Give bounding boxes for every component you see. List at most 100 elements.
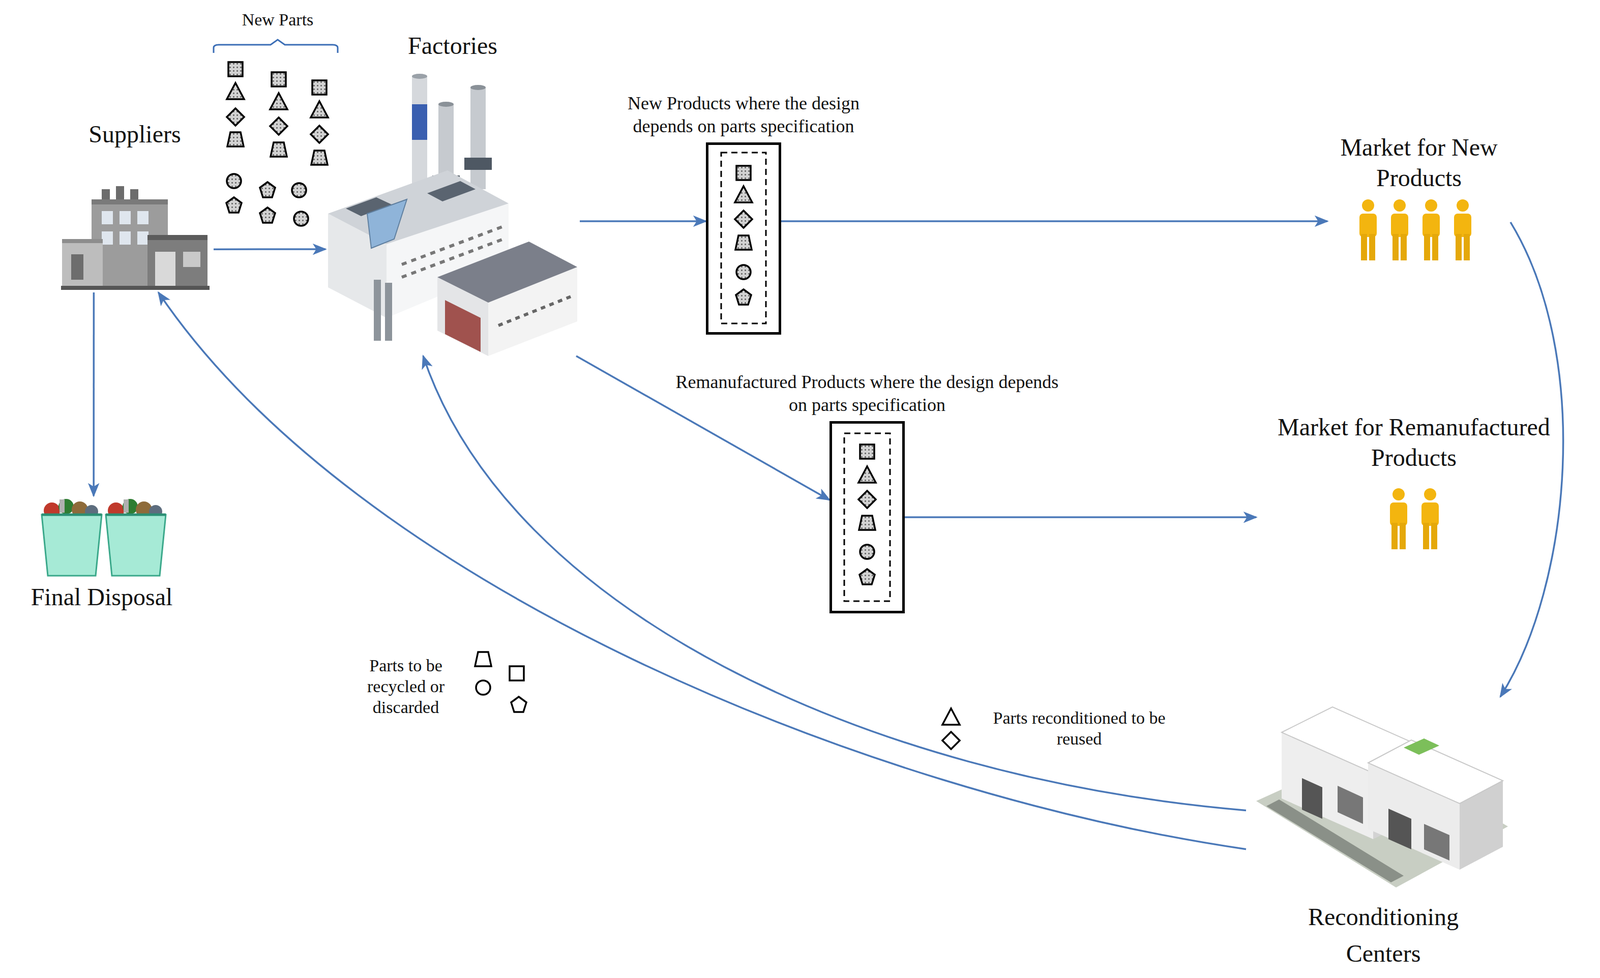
reconditioning-building (1403, 738, 1440, 755)
recycled-parts (511, 696, 527, 713)
supplier-building (61, 186, 210, 290)
factory-illustration (411, 73, 428, 79)
node-label: Market for Remanufactured Products (1261, 411, 1567, 473)
new-parts (213, 39, 338, 53)
new-product-parts (721, 152, 766, 324)
node-label: Reconditioning Centers (1281, 898, 1486, 972)
factory-illustration (384, 282, 393, 341)
recycled-parts (475, 652, 527, 713)
edge-label: Parts to be recycled or discarded (351, 654, 460, 719)
disposal-bins (41, 498, 166, 576)
factory-illustration (427, 181, 476, 202)
reconditioned-parts (942, 708, 960, 725)
market-node: Market for New Products (1327, 132, 1511, 265)
factory-illustration (437, 241, 578, 303)
flow-arrow (781, 220, 1328, 223)
reconditioning-building (1368, 739, 1503, 804)
new-parts (311, 150, 328, 165)
supplier-building (101, 189, 110, 201)
customer-figures (1422, 199, 1440, 261)
remanufactured-product-parts (859, 569, 875, 585)
new-product-parts (735, 289, 752, 305)
supplier-building (155, 251, 176, 287)
box-heading: Remanufactured Products where the design… (671, 370, 1063, 417)
reconditioning-building (1424, 823, 1450, 861)
supplier-building (137, 211, 149, 225)
new-product-parts (736, 165, 751, 181)
disposal-node: Final Disposal (10, 495, 194, 616)
new-product-parts (734, 210, 753, 228)
supplier-building (61, 285, 210, 290)
flow-arrow (579, 220, 706, 223)
new-parts (226, 197, 242, 213)
recycled-parts (475, 652, 492, 667)
remanufactured-product-parts (860, 444, 875, 459)
flow-arrow (1500, 222, 1564, 697)
supplier-building (147, 234, 208, 241)
flow-arrow (904, 516, 1257, 519)
new-parts (291, 183, 307, 198)
new-parts (226, 173, 242, 189)
factory-illustration (464, 157, 492, 170)
product-box: Remanufactured Products where the design… (829, 421, 905, 614)
factory-illustration (470, 87, 486, 190)
remanufactured-product-parts (858, 515, 876, 530)
disposal-bins (105, 498, 166, 576)
reconditioning-building (1337, 785, 1364, 824)
supplier-building (101, 231, 113, 245)
flow-arrow (92, 292, 95, 496)
edge-label: Parts reconditioned to be reused (988, 706, 1171, 751)
factory-illustration (445, 300, 481, 352)
new-parts (293, 211, 309, 226)
reconditioned-parts (942, 708, 960, 750)
flow-arrow (423, 356, 1247, 811)
factory-illustration (438, 101, 454, 107)
new-parts (259, 182, 276, 198)
supplier-node: Suppliers (55, 116, 214, 293)
supplier-building (101, 211, 113, 225)
disposal-bins (41, 498, 102, 576)
supplier-building (62, 239, 103, 286)
product-box: New Products where the design depends on… (705, 142, 782, 335)
new-product-parts (736, 264, 751, 280)
new-product-parts (734, 186, 753, 203)
factory-illustration (470, 84, 486, 91)
supplier-building (71, 254, 84, 280)
factory-illustration (373, 279, 381, 341)
factory-illustration (411, 104, 428, 140)
supplier-building (115, 186, 125, 201)
remanufactured-product-parts (860, 544, 875, 559)
customer-figures (1359, 199, 1472, 550)
new-parts (270, 93, 288, 110)
remanufactured-product-parts (844, 433, 891, 602)
factory-node: Factories (325, 30, 580, 357)
remanufactured-product-parts (858, 490, 876, 509)
new-parts (310, 125, 329, 143)
customer-figures (1454, 199, 1472, 261)
customer-figures (1390, 199, 1409, 261)
new-parts (310, 101, 329, 118)
customer-figures (1359, 199, 1377, 261)
reconditioning-building (1388, 808, 1412, 850)
factory-illustration (367, 199, 407, 249)
new-parts (226, 82, 245, 100)
new-parts (259, 207, 276, 223)
supplier-building (91, 199, 168, 205)
box-heading: New Products where the design depends on… (618, 92, 869, 138)
supplier-building (130, 189, 139, 201)
customer-figures (1421, 488, 1439, 550)
node-label: Market for New Products (1332, 132, 1506, 194)
new-parts (228, 62, 243, 77)
new-parts (226, 108, 245, 126)
supplier-building (183, 251, 201, 268)
supplier-building (119, 231, 131, 245)
new-parts (213, 39, 338, 226)
reconditioning-node: Reconditioning Centers (1246, 696, 1521, 974)
supplier-building (137, 231, 149, 245)
supplier-building (119, 211, 131, 225)
recycled-parts (509, 666, 524, 681)
market-node: Market for Remanufactured Products (1256, 411, 1572, 560)
new-product-parts (735, 235, 752, 250)
flow-arrow (213, 248, 326, 251)
